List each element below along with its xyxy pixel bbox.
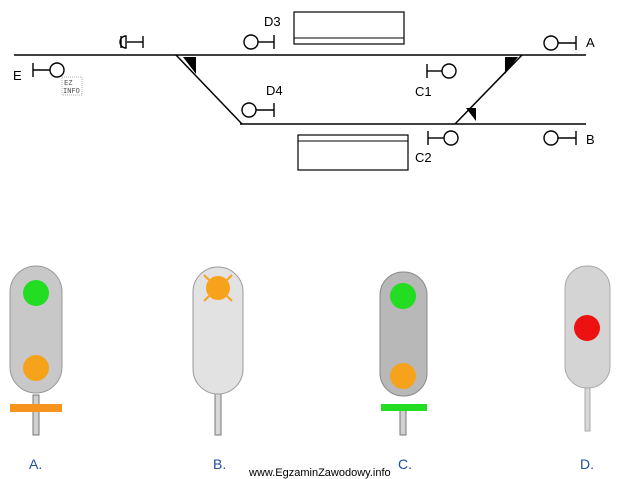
- answer-b-orange-lamp: [206, 276, 230, 300]
- answer-a-orange-lamp: [23, 355, 49, 381]
- label-c1: C1: [415, 84, 432, 99]
- answer-c-orange-lamp: [390, 363, 416, 389]
- answer-d-signal-icon: [564, 265, 611, 432]
- label-a: A: [586, 35, 595, 50]
- turnout-lower-marker: [466, 108, 476, 121]
- label-d3: D3: [264, 14, 281, 29]
- label-e: E: [13, 68, 22, 83]
- answer-c-signal-icon: [379, 271, 428, 436]
- svg-text:EZ: EZ: [64, 79, 72, 87]
- answer-c-bar: [381, 404, 427, 411]
- left-crossover: [175, 54, 243, 125]
- label-b: B: [586, 132, 595, 147]
- signal-a-icon: [543, 35, 577, 51]
- answer-a-signal-icon: [9, 265, 63, 436]
- signal-b-icon: [543, 130, 577, 146]
- signal-c1-icon: [426, 63, 457, 79]
- dwarf-signal-icon: [119, 35, 144, 49]
- answer-a-label[interactable]: A.: [29, 456, 42, 472]
- svg-text:INFO: INFO: [63, 87, 80, 95]
- ez-info-logo: EZ INFO: [61, 76, 83, 96]
- turnout-left-marker: [183, 57, 196, 74]
- right-crossover: [454, 54, 523, 125]
- signal-c2-icon: [427, 130, 459, 146]
- label-d4: D4: [266, 83, 283, 98]
- watermark: www.EgzaminZawodowy.info: [248, 467, 391, 479]
- answer-c-green-lamp: [390, 283, 416, 309]
- platform-lower: [297, 134, 409, 171]
- answer-c-label[interactable]: C.: [398, 456, 412, 472]
- answer-d-label[interactable]: D.: [580, 456, 594, 472]
- signal-e-icon: [32, 62, 65, 78]
- signal-d4-icon: [241, 102, 275, 118]
- answer-a-bar: [10, 404, 62, 412]
- turnout-right-marker: [505, 57, 518, 74]
- label-c2: C2: [415, 150, 432, 165]
- answer-d-red-lamp: [574, 315, 600, 341]
- answer-b-flash-rays: [203, 274, 233, 302]
- signal-d3-icon: [243, 34, 275, 50]
- track-layout: [14, 54, 586, 125]
- answer-b-signal-icon: [192, 266, 244, 436]
- platform-upper: [293, 11, 405, 45]
- answer-b-label[interactable]: B.: [213, 456, 226, 472]
- answer-a-green-lamp: [23, 280, 49, 306]
